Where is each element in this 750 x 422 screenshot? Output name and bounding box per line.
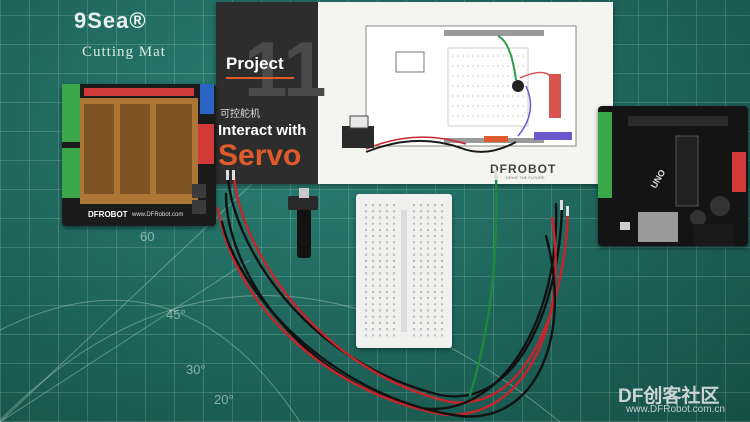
diagram-header-orange: [484, 136, 508, 142]
shield-url: www.DFRobot.com: [132, 212, 184, 218]
diagram-header-purple: [534, 132, 572, 140]
mat-angle-45: 45°: [166, 307, 186, 322]
card-brand-tagline: DRIVE THE FUTURE: [506, 175, 545, 180]
uno-board-art: [598, 112, 746, 246]
prototype-shield: DFROBOT www.DFRobot.com: [62, 84, 216, 226]
diagram-servo-horn: [349, 115, 369, 129]
shield-pcb-art: [62, 84, 214, 214]
diagram-header-red: [549, 74, 561, 118]
watermark-url: www.DFRobot.com.cn: [626, 404, 725, 415]
diagram-potentiometer: [512, 80, 524, 92]
potentiometer: [288, 188, 318, 258]
project-card: 11 Project 可控舵机 Interact with Servo: [216, 2, 613, 184]
card-brand: DFROBOT: [490, 162, 557, 176]
diagram-servo: [342, 126, 374, 148]
diagram-breadboard-holes: [447, 47, 529, 127]
project-wiring-diagram: [342, 25, 577, 153]
mat-brand: 9Sea®: [74, 8, 147, 33]
mat-angle-60: 60: [140, 229, 155, 244]
project-label: Project: [226, 54, 284, 73]
breadboard-holes: [364, 204, 444, 340]
mat-subtitle: Cutting Mat: [82, 44, 166, 60]
project-title-line1: Interact with: [218, 122, 307, 139]
project-underline: [226, 77, 294, 79]
shield-brand: DFROBOT: [88, 210, 128, 219]
arduino-uno-board: UNO: [598, 106, 748, 246]
diagram-chip: [395, 51, 425, 73]
watermark-text: DF创客社区: [618, 386, 720, 407]
project-title-line2: Servo: [218, 139, 302, 172]
project-number: 11: [244, 25, 327, 113]
jumper-pins: [226, 170, 569, 216]
mat-angle-30: 30°: [186, 362, 206, 377]
mat-angle-20: 20°: [214, 392, 234, 407]
mini-breadboard: [356, 194, 452, 348]
project-card-dark-panel: [216, 2, 318, 184]
project-title-cn: 可控舵机: [220, 109, 260, 120]
